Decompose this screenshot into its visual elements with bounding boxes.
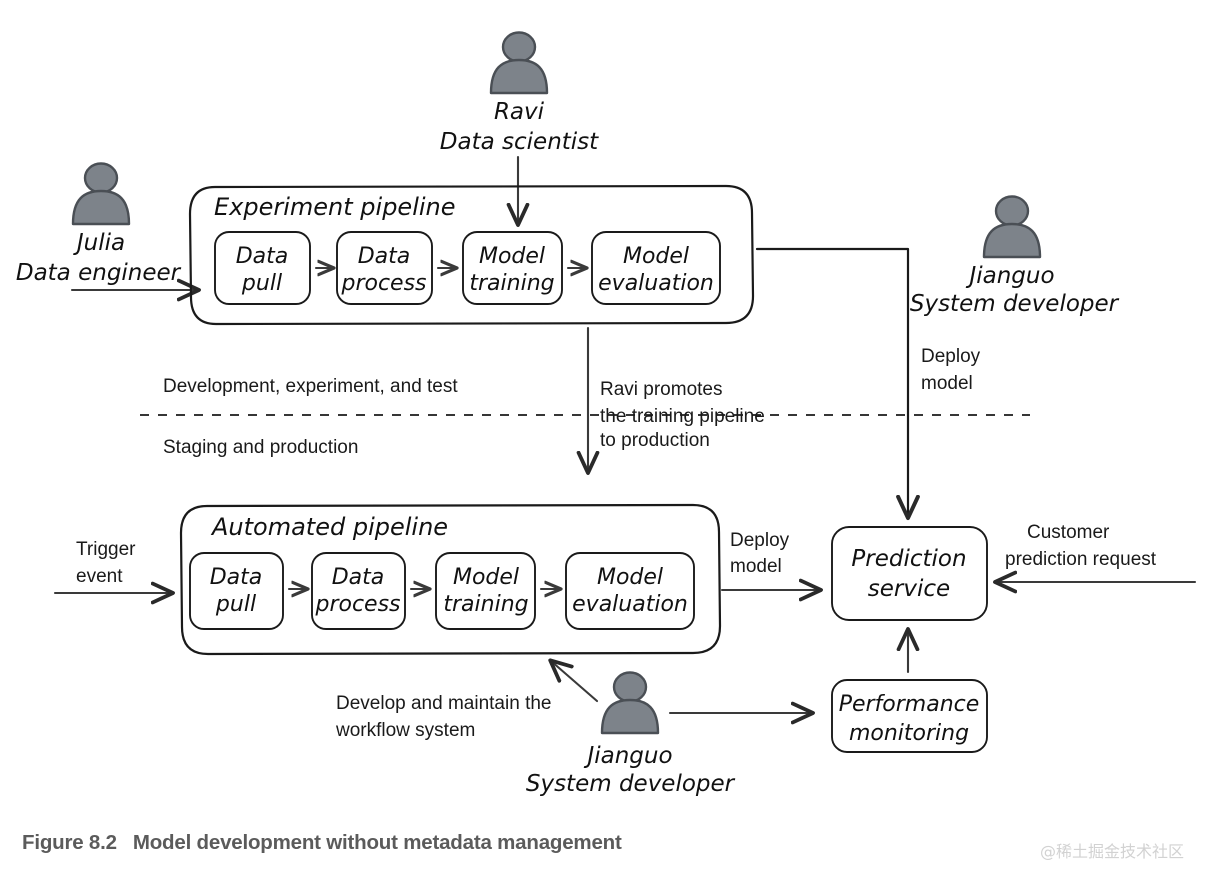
prediction-service-line2: service: [868, 576, 950, 602]
actor-ravi: Ravi Data scientist: [440, 31, 599, 155]
automated-pipeline-border: [179, 503, 722, 656]
figure-title: Model development without metadata manag…: [132, 831, 622, 854]
zone-label-upper: Development, experiment, and test: [163, 376, 458, 397]
experiment-step-data-pull: Data pull: [214, 231, 311, 305]
experiment-step-2-line2: process: [340, 271, 426, 296]
automated-step-1-box: [189, 552, 284, 630]
automated-step-3-line2: training: [443, 592, 528, 617]
automated-step-2-line2: process: [314, 592, 400, 617]
avatar-body-jianguo-top: [982, 222, 1042, 259]
prediction-service-line1: Prediction: [851, 546, 966, 572]
actor-role-jianguo-bottom: System developer: [526, 771, 736, 797]
deploy-model-top-line1: Deploy: [921, 346, 981, 367]
experiment-pipeline-title: Experiment pipeline: [214, 193, 456, 221]
prediction-service-box: Prediction service: [831, 526, 988, 621]
avatar-body-ravi: [489, 58, 549, 95]
performance-monitoring-box: Performance monitoring: [831, 679, 988, 753]
experiment-step-4-line2: evaluation: [598, 271, 714, 296]
promote-line3: to production: [600, 430, 710, 451]
experiment-step-3-line1: Model: [479, 244, 545, 269]
zone-label-lower: Staging and production: [163, 437, 358, 458]
automated-step-3-box: [435, 552, 536, 630]
deploy-model-bottom-line2: model: [730, 556, 782, 577]
figure-caption: Figure 8.2 Model development without meta…: [22, 831, 622, 855]
experiment-pipeline-container: Experiment pipeline: [188, 184, 755, 326]
experiment-step-1-line1: Data: [236, 244, 289, 269]
actor-role-julia: Data engineer: [16, 260, 182, 286]
experiment-step-model-evaluation: Model evaluation: [591, 231, 721, 305]
actor-jianguo-top: Jianguo System developer: [910, 195, 1120, 317]
arrow-deploy-model-top: [755, 247, 908, 517]
automated-step-2-line1: Data: [332, 565, 385, 590]
avatar-head-jianguo-bottom: [612, 671, 648, 703]
promote-line2: the training pipeline: [600, 406, 765, 427]
performance-monitoring-line2: monitoring: [849, 721, 969, 746]
automated-step-model-training: Model training: [435, 552, 536, 630]
prediction-service-border: [831, 526, 988, 621]
performance-monitoring-line1: Performance: [839, 692, 980, 717]
automated-step-3-line1: Model: [453, 565, 519, 590]
automated-pipeline-title: Automated pipeline: [210, 513, 448, 541]
actor-name-ravi: Ravi: [494, 99, 545, 125]
actor-name-julia: Julia: [73, 230, 125, 256]
automated-step-4-box: [565, 552, 695, 630]
develop-maintain-line1: Develop and maintain the: [336, 693, 551, 714]
automated-step-2-box: [311, 552, 406, 630]
automated-step-1-line2: pull: [215, 592, 256, 617]
automated-step-data-process: Data process: [311, 552, 406, 630]
experiment-step-3-box: [462, 231, 563, 305]
automated-pipeline-container: Automated pipeline: [179, 503, 722, 656]
watermark: @稀土掘金技术社区: [1040, 842, 1185, 861]
automated-step-4-line2: evaluation: [572, 592, 688, 617]
promote-line1: Ravi promotes: [600, 379, 723, 400]
performance-monitoring-border: [831, 679, 988, 753]
automated-step-4-line1: Model: [597, 565, 663, 590]
experiment-step-4-line1: Model: [623, 244, 689, 269]
trigger-event-line1: Trigger: [76, 539, 136, 560]
experiment-step-2-line1: Data: [358, 244, 411, 269]
experiment-step-2-box: [336, 231, 433, 305]
automated-step-model-evaluation: Model evaluation: [565, 552, 695, 630]
actor-name-jianguo-bottom: Jianguo: [583, 743, 672, 769]
avatar-body-jianguo-bottom: [600, 698, 660, 735]
experiment-step-model-training: Model training: [462, 231, 563, 305]
actor-julia: Julia Data engineer: [16, 162, 182, 286]
customer-request-line2: prediction request: [1005, 549, 1157, 570]
actor-jianguo-bottom: Jianguo System developer: [526, 671, 736, 797]
automated-step-data-pull: Data pull: [189, 552, 284, 630]
experiment-step-1-box: [214, 231, 311, 305]
actor-role-jianguo-top: System developer: [910, 291, 1120, 317]
avatar-head-ravi: [501, 31, 537, 63]
avatar-body-julia: [71, 189, 131, 226]
deploy-model-bottom-line1: Deploy: [730, 530, 790, 551]
trigger-event-line2: event: [76, 566, 123, 587]
experiment-step-3-line2: training: [469, 271, 554, 296]
experiment-step-data-process: Data process: [336, 231, 433, 305]
customer-request-line1: Customer: [1027, 522, 1110, 543]
actor-role-ravi: Data scientist: [440, 129, 599, 155]
actor-name-jianguo-top: Jianguo: [965, 263, 1054, 289]
arrow-jianguo-to-automated-pipeline: [551, 661, 599, 703]
experiment-pipeline-border: [188, 184, 755, 326]
develop-maintain-line2: workflow system: [335, 720, 475, 741]
deploy-model-top-line2: model: [921, 373, 973, 394]
figure-number: Figure 8.2: [22, 831, 117, 854]
avatar-head-jianguo-top: [994, 195, 1030, 227]
experiment-step-1-line2: pull: [241, 271, 282, 296]
avatar-head-julia: [83, 162, 119, 194]
automated-step-1-line1: Data: [210, 565, 263, 590]
experiment-step-4-box: [591, 231, 721, 305]
